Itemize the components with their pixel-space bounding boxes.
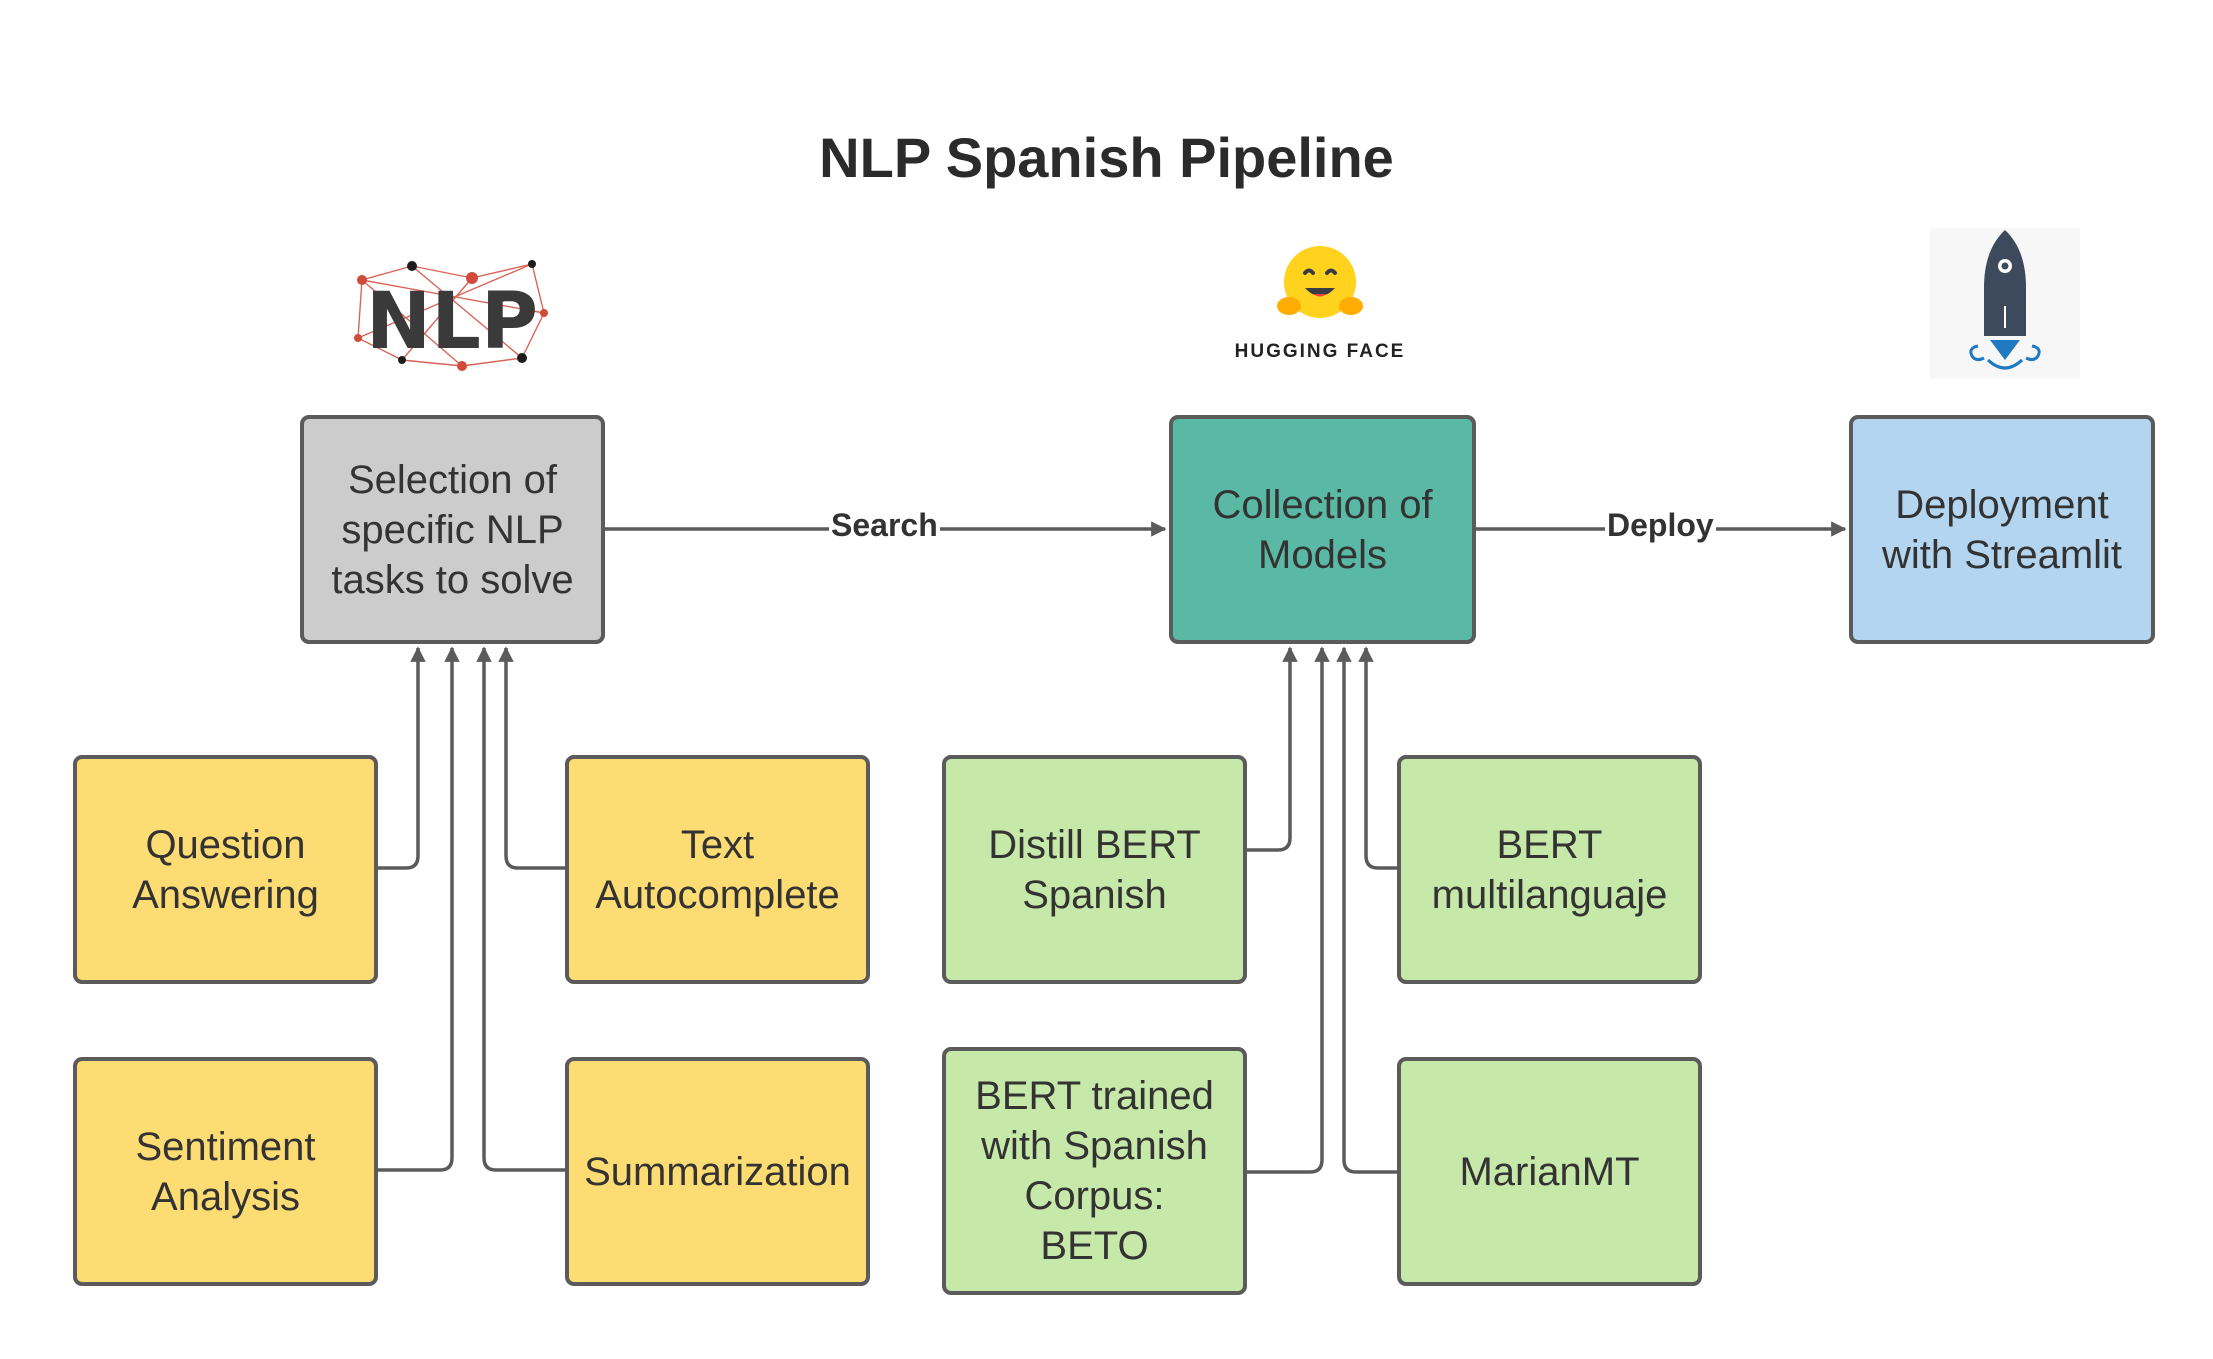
task-label: Question Answering: [132, 822, 319, 917]
task-question-answering: Question Answering: [73, 755, 378, 984]
collection-node: Collection of Models: [1169, 415, 1476, 644]
connector-marianmt: [1336, 646, 1397, 1174]
connector-question-answering: [378, 646, 426, 870]
deployment-node: Deployment with Streamlit: [1849, 415, 2155, 644]
model-label: BERT trained with Spanish Corpus: BETO: [975, 1074, 1214, 1268]
rocket-logo-icon: [1930, 228, 2080, 378]
hugging-face-logo-text: HUGGING FACE: [1234, 341, 1406, 362]
task-sentiment-analysis: Sentiment Analysis: [73, 1057, 378, 1286]
model-label: BERT multilanguaje: [1431, 822, 1668, 917]
task-text-autocomplete: Text Autocomplete: [565, 755, 870, 984]
hugging-face-emoji-logo-icon: [1275, 240, 1365, 330]
task-label: Sentiment Analysis: [135, 1124, 316, 1219]
connector-distill-bert: [1247, 646, 1298, 852]
task-label: Summarization: [584, 1149, 851, 1194]
connector-text-autocomplete: [498, 646, 565, 870]
task-label: Text Autocomplete: [595, 822, 840, 917]
connector-sentiment-analysis: [378, 646, 460, 1172]
nlp-network-logo-icon: NLP: [352, 258, 552, 373]
connector-bert-multilanguaje: [1358, 646, 1397, 870]
model-bert-multilanguaje: BERT multilanguaje: [1397, 755, 1702, 984]
selection-node: Selection of specific NLP tasks to solve: [300, 415, 605, 644]
connector-beto: [1247, 646, 1330, 1174]
diagram-title: NLP Spanish Pipeline: [819, 126, 1394, 189]
connector-summarization: [476, 646, 565, 1172]
nlp-logo-text: NLP: [366, 277, 538, 367]
search-edge-label: Search: [829, 507, 940, 543]
deployment-node-label: Deployment with Streamlit: [1881, 482, 2123, 577]
deploy-edge-label: Deploy: [1605, 507, 1716, 543]
collection-node-label: Collection of Models: [1212, 482, 1433, 577]
model-label: Distill BERT Spanish: [988, 822, 1201, 917]
selection-node-label: Selection of specific NLP tasks to solve: [331, 457, 574, 602]
model-distill-bert-spanish: Distill BERT Spanish: [942, 755, 1247, 984]
model-label: MarianMT: [1459, 1149, 1640, 1194]
task-summarization: Summarization: [565, 1057, 870, 1286]
model-marianmt: MarianMT: [1397, 1057, 1702, 1286]
model-beto: BERT trained with Spanish Corpus: BETO: [942, 1047, 1247, 1295]
